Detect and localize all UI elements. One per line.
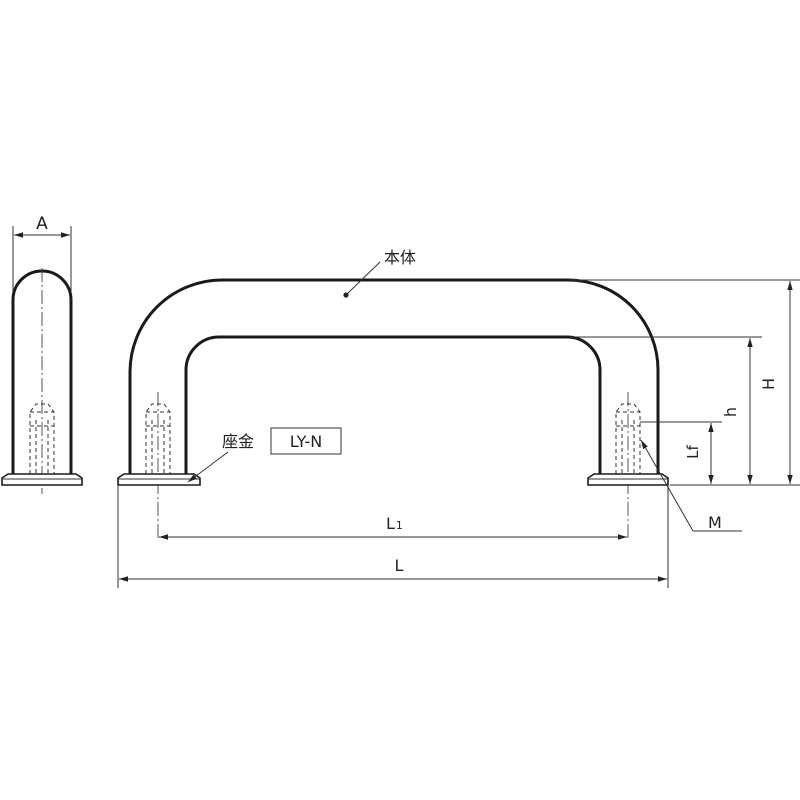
washer-code-box xyxy=(270,427,342,455)
side-insert-hidden xyxy=(29,403,55,474)
dim-L-label: L xyxy=(395,556,404,575)
handle-outer-outline xyxy=(128,278,660,476)
front-view xyxy=(117,278,669,540)
dim-M-leader xyxy=(640,439,694,532)
side-view: A xyxy=(1,214,83,494)
washer-code: LY-N xyxy=(290,432,322,451)
body-leader-line xyxy=(345,261,381,296)
dim-L1-label: L1 xyxy=(386,514,403,533)
dim-H-label: H xyxy=(759,378,778,390)
dim-h-label: h xyxy=(721,407,740,417)
dim-Lf-label: Lf xyxy=(684,444,702,458)
handle-inner-outline xyxy=(184,335,602,476)
right-insert xyxy=(615,392,641,540)
washer-leader xyxy=(187,451,229,483)
body-label: 本体 xyxy=(384,248,416,267)
left-insert xyxy=(145,392,171,540)
dim-A-label: A xyxy=(36,214,48,234)
washer-label: 座金 xyxy=(222,432,254,451)
dim-M-label: M xyxy=(708,513,722,532)
